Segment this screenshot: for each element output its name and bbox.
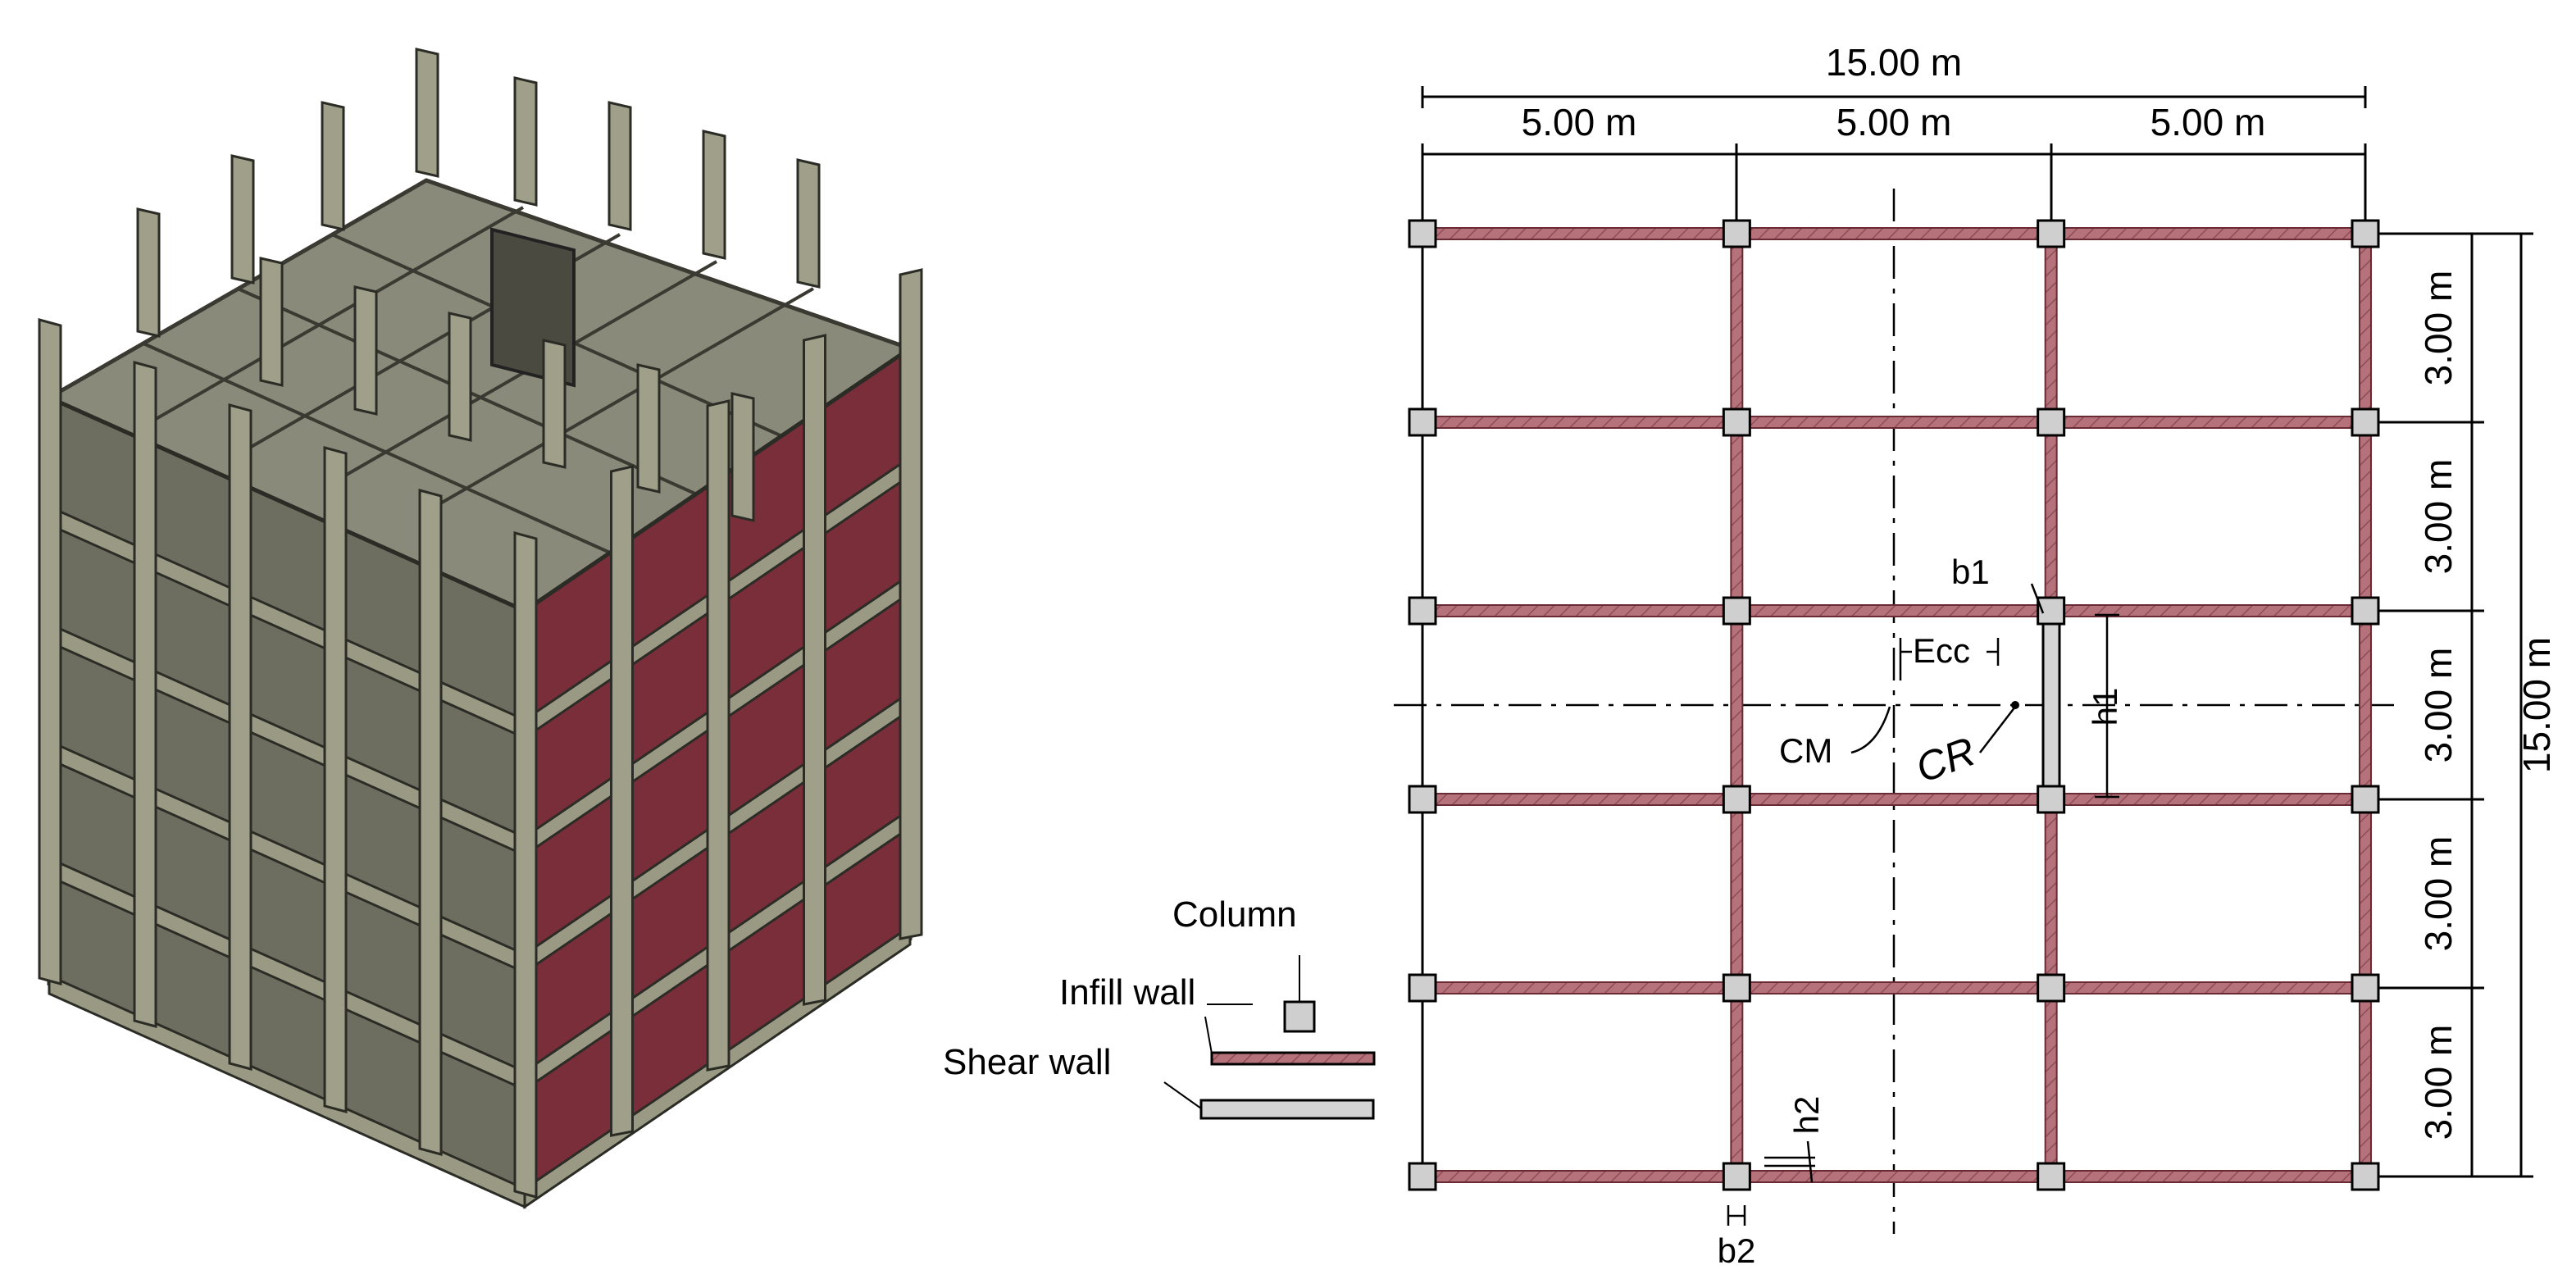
plan-column	[2037, 973, 2066, 1003]
bay-width-label-2: 5.00 m	[1836, 101, 1952, 143]
b2-label: b2	[1718, 1231, 1756, 1270]
plan-column	[2351, 596, 2380, 626]
column-3d-right	[610, 465, 634, 1137]
plan-shear-wall	[2041, 613, 2061, 799]
legend-column-label: Column	[1172, 894, 1297, 935]
total-height-label: 15.00 m	[2515, 637, 2558, 773]
cm-label: CM	[1779, 731, 1832, 770]
column-3d-left	[228, 403, 253, 1071]
legend-shear-wall-label: Shear wall	[943, 1042, 1111, 1082]
plan-column	[2037, 219, 2066, 248]
infill-wall-horizontal	[1422, 416, 2366, 429]
roof-column-stub	[702, 130, 726, 260]
column-3d-left	[513, 531, 538, 1199]
right-dimensions	[2365, 232, 2533, 1178]
plan-column	[1722, 219, 1751, 248]
infill-wall-vertical	[2358, 233, 2372, 1177]
ecc-label: Ecc	[1913, 631, 1970, 670]
story-height-label-5: 3.00 m	[2417, 1025, 2460, 1140]
legend-infill-wall-label: Infill wall	[1059, 972, 1195, 1013]
floor-plan: 15.00 m 5.00 m 5.00 m 5.00 m 3.00 m 3.00…	[1394, 41, 2558, 1270]
roof-column-stubs	[136, 48, 821, 522]
plan-column	[1408, 785, 1437, 814]
cr-point	[2011, 701, 2019, 709]
b1-label: b1	[1951, 553, 1990, 591]
plan-column	[1408, 973, 1437, 1003]
column-3d-left	[323, 446, 348, 1113]
plan-column	[1722, 1162, 1751, 1191]
column-3d-right	[899, 268, 923, 940]
plan-column	[1408, 1162, 1437, 1191]
infill-wall-horizontal	[1422, 604, 2366, 617]
roof-column-stub	[608, 101, 632, 231]
plan-column	[1408, 219, 1437, 248]
plan-column	[2351, 219, 2380, 248]
legend-column-symbol	[1283, 1000, 1316, 1033]
roof-column-stub	[353, 285, 378, 416]
infill-wall-horizontal	[1422, 793, 2366, 806]
infill-wall-horizontal	[1422, 1170, 2366, 1183]
roof-column-stub	[513, 76, 538, 207]
infill-wall-vertical	[1730, 233, 1744, 1177]
columns-3d	[38, 268, 923, 1199]
roof-column-stub	[636, 363, 661, 494]
infill-wall-horizontal	[1422, 227, 2366, 240]
plan-column	[1408, 407, 1437, 437]
story-height-label-3: 3.00 m	[2417, 648, 2460, 763]
roof-column-stub	[321, 101, 345, 231]
plan-column	[1408, 596, 1437, 626]
plan-column	[1722, 785, 1751, 814]
cr-label: CR	[1910, 728, 1982, 791]
roof-column-stub	[415, 48, 439, 178]
legend-shear-wall-symbol	[1199, 1099, 1375, 1120]
bay-width-label-1: 5.00 m	[1522, 101, 1637, 143]
plan-column	[1722, 596, 1751, 626]
total-width-label: 15.00 m	[1826, 41, 1962, 84]
plan-column	[1722, 973, 1751, 1003]
legend-infill-wall-symbol	[1210, 1051, 1376, 1066]
infill-wall-horizontal	[1422, 981, 2366, 994]
column-3d-left	[133, 361, 157, 1028]
roof-column-stub	[448, 312, 472, 442]
roof-column-stub	[730, 392, 755, 522]
plan-column	[2351, 1162, 2380, 1191]
roof-column-stub	[796, 158, 821, 289]
plan-column	[2351, 785, 2380, 814]
h2-label: h2	[1787, 1096, 1826, 1135]
plan-columns	[1408, 219, 2380, 1191]
story-height-label-2: 3.00 m	[2417, 459, 2460, 575]
story-height-label-4: 3.00 m	[2417, 836, 2460, 952]
legend: Column Infill wall Shear wall	[943, 894, 1376, 1120]
plan-column	[2037, 1162, 2066, 1191]
roof-column-stub	[136, 207, 161, 338]
plan-column	[2037, 785, 2066, 814]
story-height-label-1: 3.00 m	[2417, 271, 2460, 386]
roof-column-stub	[259, 257, 284, 387]
column-3d-right	[706, 399, 730, 1072]
bay-width-label-3: 5.00 m	[2150, 101, 2266, 143]
plan-column	[2351, 407, 2380, 437]
column-3d-left	[418, 489, 443, 1156]
plan-column	[1722, 407, 1751, 437]
roof-column-stub	[230, 154, 255, 284]
center-axes	[1394, 189, 2394, 1234]
plan-column	[2351, 973, 2380, 1003]
plan-annotations	[1727, 583, 2119, 1226]
h1-label: h1	[2086, 688, 2124, 726]
building-3d-view	[38, 48, 923, 1209]
column-3d-left	[38, 318, 62, 985]
column-3d-right	[803, 334, 826, 1006]
roof-column-stub	[542, 339, 567, 469]
plan-column	[2037, 407, 2066, 437]
